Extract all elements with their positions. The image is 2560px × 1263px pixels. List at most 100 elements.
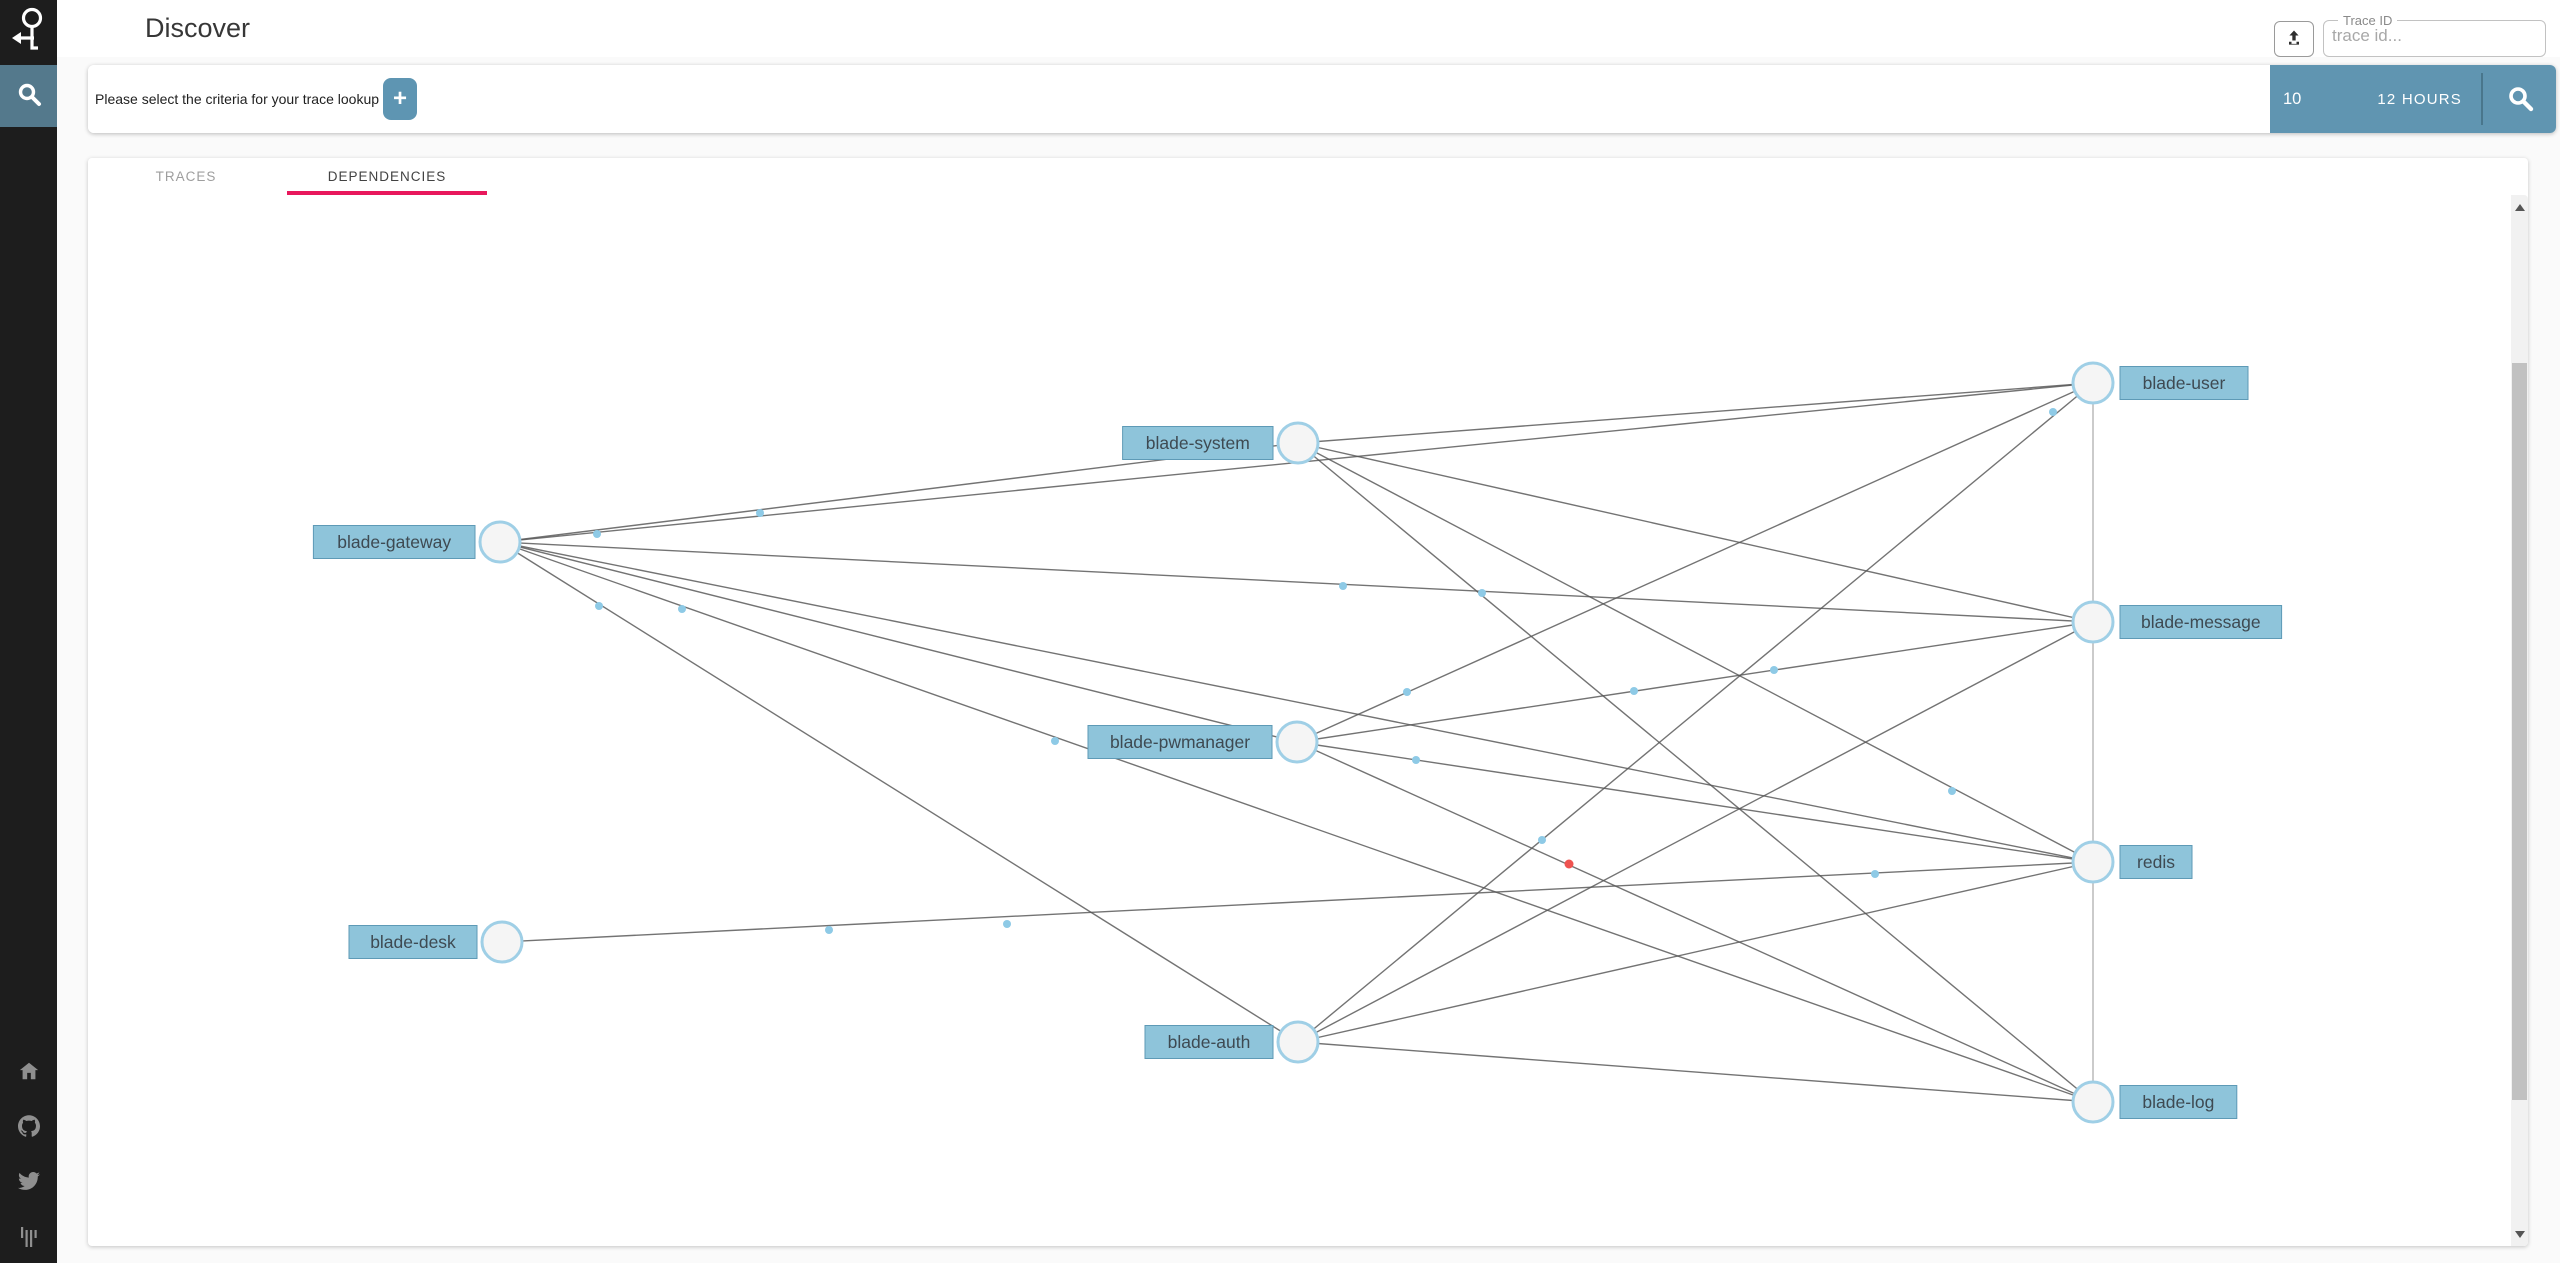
node-label-box — [1087, 725, 1273, 759]
lookback-value[interactable]: 12 HOURS — [2377, 90, 2462, 108]
node-auth[interactable]: blade-auth — [1144, 1020, 1320, 1064]
github-icon[interactable] — [17, 1115, 40, 1137]
node-circle[interactable] — [2071, 1080, 2115, 1124]
sidebar-item-search[interactable] — [0, 65, 57, 127]
edge-pwmanager-redis — [1296, 741, 2094, 863]
search-icon — [16, 81, 42, 112]
header: Discover Trace ID — [57, 0, 2560, 57]
blue-traffic-dot — [825, 926, 833, 934]
node-circle[interactable] — [2071, 600, 2115, 644]
node-system[interactable]: blade-system — [1122, 421, 1320, 465]
criteria-prompt: Please select the criteria for your trac… — [95, 91, 380, 107]
node-label-text: blade-log — [2142, 1092, 2214, 1112]
edge-pwmanager-user — [1296, 382, 2094, 743]
edge-auth-user — [1297, 382, 2094, 1043]
blue-traffic-dot — [1403, 688, 1411, 696]
blue-traffic-dot — [1630, 687, 1638, 695]
edge-system-redis — [1297, 442, 2094, 863]
edge-gateway-redis — [499, 541, 2094, 863]
node-label-box — [312, 525, 476, 559]
blue-traffic-dot — [1051, 737, 1059, 745]
zipkin-logo-icon[interactable] — [8, 6, 49, 53]
sidebar — [0, 0, 57, 1263]
blue-traffic-dot — [1538, 836, 1546, 844]
upload-button[interactable] — [2274, 21, 2314, 57]
node-circle[interactable] — [1275, 720, 1319, 764]
edge-gateway-pwmanager — [499, 541, 1298, 743]
node-circle[interactable] — [1276, 421, 1320, 465]
red-traffic-dot — [1564, 859, 1574, 869]
edge-pwmanager-message — [1296, 621, 2094, 743]
node-label-box — [2119, 605, 2283, 639]
node-label-box — [2119, 366, 2249, 400]
trace-id-input[interactable] — [2332, 26, 2522, 46]
node-circle[interactable] — [1276, 1020, 1320, 1064]
upload-icon — [2284, 28, 2304, 51]
tab-traces[interactable]: TRACES — [155, 169, 217, 184]
home-icon[interactable] — [18, 1060, 40, 1082]
tab-dependencies[interactable]: DEPENDENCIES — [287, 158, 487, 195]
node-label-text: blade-system — [1146, 433, 1250, 453]
blue-traffic-dot — [1948, 787, 1956, 795]
page-title: Discover — [145, 13, 251, 43]
node-gateway[interactable]: blade-gateway — [312, 520, 522, 564]
edge-gateway-log — [499, 541, 2094, 1103]
scroll-up-arrow[interactable] — [2511, 197, 2528, 217]
divider — [2481, 73, 2483, 125]
sidebar-footer — [0, 1060, 57, 1247]
search-button[interactable] — [2483, 65, 2556, 133]
edge-system-message — [1297, 442, 2094, 623]
blue-traffic-dot — [2049, 408, 2057, 416]
node-label-text: blade-gateway — [337, 532, 451, 552]
edge-gateway-auth — [499, 541, 1299, 1043]
limit-value[interactable]: 10 — [2283, 89, 2302, 108]
tabs: TRACES DEPENDENCIES — [88, 158, 487, 195]
node-label-box — [2119, 1085, 2238, 1119]
blue-traffic-dot — [1770, 666, 1778, 674]
scroll-down-arrow[interactable] — [2511, 1224, 2528, 1244]
trace-id-label: Trace ID — [2343, 13, 2393, 28]
node-label-text: blade-message — [2141, 612, 2261, 632]
edge-desk-redis — [501, 861, 2094, 943]
blue-traffic-dot — [1478, 589, 1486, 597]
node-pwmanager[interactable]: blade-pwmanager — [1087, 720, 1319, 764]
node-message[interactable]: blade-message — [2071, 600, 2283, 644]
criteria-area[interactable]: Please select the criteria for your trac… — [88, 65, 2270, 133]
blue-traffic-dot — [1412, 756, 1420, 764]
node-desk[interactable]: blade-desk — [348, 920, 524, 964]
scrollbar-thumb[interactable] — [2512, 363, 2527, 1100]
twitter-icon[interactable] — [17, 1170, 40, 1192]
node-circle[interactable] — [478, 520, 522, 564]
blue-traffic-dot — [595, 602, 603, 610]
node-circle[interactable] — [480, 920, 524, 964]
node-label-box — [2119, 845, 2193, 879]
node-user[interactable]: blade-user — [2071, 361, 2249, 405]
edge-auth-message — [1297, 621, 2094, 1043]
gitter-icon[interactable] — [18, 1225, 40, 1247]
node-label-box — [1144, 1025, 1274, 1059]
add-criteria-button[interactable]: + — [383, 78, 418, 120]
blue-traffic-dot — [593, 530, 601, 538]
edge-system-log — [1297, 442, 2094, 1103]
edge-gateway-message — [499, 541, 2094, 623]
node-redis[interactable]: redis — [2071, 840, 2193, 884]
node-circle[interactable] — [2071, 840, 2115, 884]
dependency-graph: blade-gateway blade-desk blade-system blade… — [312, 361, 2283, 1124]
search-controls: 10 12 HOURS — [2270, 65, 2556, 133]
search-bar: Please select the criteria for your trac… — [88, 65, 2556, 133]
node-label-text: blade-pwmanager — [1110, 732, 1250, 752]
trace-id-field: Trace ID — [2323, 13, 2546, 57]
edge-auth-log — [1297, 1041, 2094, 1103]
node-label-box — [348, 925, 478, 959]
node-label-box — [1122, 426, 1274, 460]
blue-traffic-dot — [1339, 582, 1347, 590]
graph-scrollbar[interactable] — [2511, 195, 2528, 1246]
node-log[interactable]: blade-log — [2071, 1080, 2238, 1124]
blue-traffic-dot — [1871, 870, 1879, 878]
search-icon — [2506, 84, 2534, 115]
edge-auth-redis — [1297, 861, 2094, 1043]
edge-pwmanager-log — [1296, 741, 2094, 1103]
node-label-text: blade-desk — [370, 932, 456, 952]
edge-system-user — [1297, 382, 2094, 444]
node-circle[interactable] — [2071, 361, 2115, 405]
